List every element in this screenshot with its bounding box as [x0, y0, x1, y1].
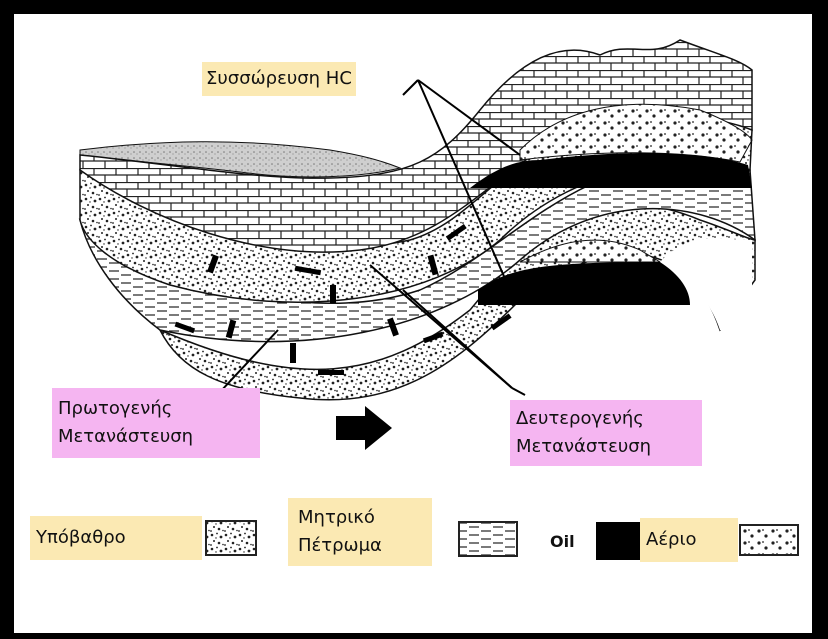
oil-legend-text: Oil: [550, 532, 575, 551]
frame-bottom-rule: [14, 633, 812, 635]
basement-legend-text: Υπόβαθρο: [36, 527, 126, 548]
gas-swatch: [740, 525, 798, 555]
secondary-migration-line-2: Μετανάστευση: [516, 433, 696, 461]
secondary-migration-label: Δευτερογενής Μετανάστευση: [510, 400, 702, 466]
accumulation-label-text: Συσσώρευση HC: [206, 68, 352, 89]
primary-migration-line-1: Πρωτογενής: [58, 395, 254, 423]
gas-legend-text: Αέριο: [646, 529, 697, 550]
primary-migration-line-2: Μετανάστευση: [58, 423, 254, 451]
primary-migration-label: Πρωτογενής Μετανάστευση: [52, 388, 260, 458]
source-rock-swatch: [459, 522, 517, 556]
source-rock-legend-line-2: Πέτρωμα: [298, 532, 422, 560]
oil-swatch: [596, 522, 640, 560]
basement-legend-label: Υπόβαθρο: [30, 516, 202, 560]
gas-legend-label: Αέριο: [640, 518, 738, 562]
basement-swatch: [206, 521, 256, 555]
accumulation-label: Συσσώρευση HC: [202, 62, 356, 96]
secondary-migration-line-1: Δευτερογενής: [516, 405, 696, 433]
source-rock-legend-label: Μητρικό Πέτρωμα: [288, 498, 432, 566]
source-rock-legend-line-1: Μητρικό: [298, 504, 422, 532]
oil-legend-label: Oil: [550, 528, 575, 556]
right-arrow-icon: [336, 406, 392, 450]
